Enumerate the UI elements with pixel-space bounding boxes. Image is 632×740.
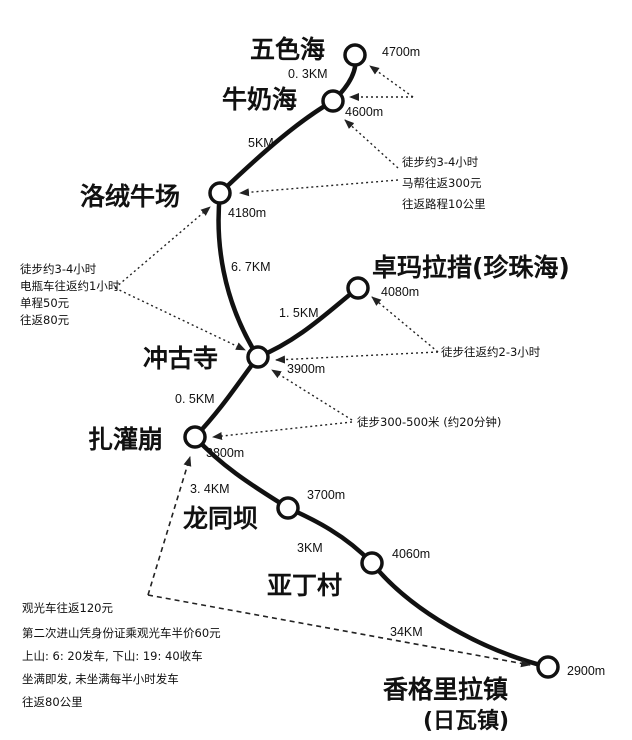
note-right-top: 徒步约3-4小时 马帮往返300元 往返路程10公里 <box>402 155 486 211</box>
node-chonggu[interactable] <box>246 345 270 369</box>
altitude-zhaguan: 3800m <box>206 446 244 460</box>
note-right-top-line: 徒步约3-4小时 <box>402 155 479 169</box>
note-bottom-line: 上山: 6: 20发车, 下山: 19: 40收车 <box>22 649 203 663</box>
altitude-chonggu: 3900m <box>287 362 325 376</box>
route-niunai-luorong <box>217 98 336 196</box>
shuttle-bus-route <box>147 456 192 596</box>
place-chonggu: 冲古寺 <box>143 344 218 373</box>
arrow-left-to-luorong <box>114 206 211 289</box>
note-right-top-line: 马帮往返300元 <box>402 176 482 190</box>
note-bottom-line: 坐满即发, 未坐满每半小时发车 <box>22 672 179 686</box>
note-chonggu-walk: 徒步300-500米 (约20分钟) <box>357 415 501 429</box>
arrow-left-to-chonggu <box>114 287 246 351</box>
altitude-yading: 4060m <box>392 547 430 561</box>
note-right-top-line: 往返路程10公里 <box>402 197 486 211</box>
altitude-niunai: 4600m <box>345 105 383 119</box>
note-left-line: 徒步约3-4小时 <box>20 262 97 276</box>
place-luorong: 洛绒牛场 <box>80 182 180 211</box>
route-chonggu-zhuoma <box>255 285 361 360</box>
altitude-luorong: 4180m <box>228 206 266 220</box>
shuttle-bus-route-bottom <box>147 594 531 668</box>
distance-zhaguan-longtong: 3. 4KM <box>190 482 230 496</box>
place-xiangge: 香格里拉镇 <box>383 675 508 704</box>
distance-luorong-chonggu: 6. 7KM <box>231 260 271 274</box>
altitude-longtong: 3700m <box>307 488 345 502</box>
node-xiangge[interactable] <box>536 655 560 679</box>
note-left-line: 单程50元 <box>20 296 70 310</box>
distance-niunai-luorong: 5KM <box>248 136 274 150</box>
node-luorong[interactable] <box>208 181 232 205</box>
note-bottom-line: 第二次进山凭身份证乘观光车半价60元 <box>22 626 221 640</box>
node-longtong[interactable] <box>276 496 300 520</box>
place-zhuoma: 卓玛拉措(珍珠海) <box>372 253 570 282</box>
distance-chonggu-zhuoma: 1. 5KM <box>279 306 319 320</box>
arrow-note-to-niunai <box>344 119 399 169</box>
arrow-walk-to-zhuoma <box>371 296 439 353</box>
distance-longtong-yading: 3KM <box>297 541 323 555</box>
node-niunai[interactable] <box>321 89 345 113</box>
place-yading: 亚丁村 <box>267 571 342 600</box>
altitude-wuse: 4700m <box>382 45 420 59</box>
arrow-note-to-luorong <box>239 179 399 197</box>
place-xiangge-alt: (日瓦镇) <box>423 709 509 734</box>
arrow-walk300-to-chonggu <box>271 369 353 421</box>
note-bottom: 观光车往返120元 第二次进山凭身份证乘观光车半价60元 上山: 6: 20发车… <box>22 601 221 709</box>
place-longtong: 龙同坝 <box>183 504 258 533</box>
note-left: 徒步约3-4小时 电瓶车往返约1小时 单程50元 往返80元 <box>20 262 120 327</box>
altitude-xiangge: 2900m <box>567 664 605 678</box>
node-yading[interactable] <box>360 551 384 575</box>
note-bottom-line: 观光车往返120元 <box>22 601 113 615</box>
place-zhaguan: 扎灌崩 <box>88 425 163 454</box>
arrow-walk-to-chonggu <box>275 351 439 364</box>
place-wuse: 五色海 <box>250 35 325 64</box>
node-zhuoma[interactable] <box>346 276 370 300</box>
distance-yading-xiangge: 34KM <box>390 625 423 639</box>
altitude-zhuoma: 4080m <box>381 285 419 299</box>
note-left-line: 往返80元 <box>20 313 70 327</box>
node-wuse[interactable] <box>343 43 367 67</box>
route-luorong-chonggu <box>216 190 261 360</box>
note-left-line: 电瓶车往返约1小时 <box>20 279 120 293</box>
note-bottom-line: 往返80公里 <box>22 695 83 709</box>
note-zhuoma-walk: 徒步往返约2-3小时 <box>441 345 541 359</box>
arrow-walk300-to-zhaguan <box>212 421 353 441</box>
node-zhaguan[interactable] <box>183 425 207 449</box>
arrow-to-wuse <box>369 65 414 98</box>
place-niunai: 牛奶海 <box>222 85 297 114</box>
distance-chonggu-zhaguan: 0. 5KM <box>175 392 215 406</box>
distance-wuse-niunai: 0. 3KM <box>288 67 328 81</box>
